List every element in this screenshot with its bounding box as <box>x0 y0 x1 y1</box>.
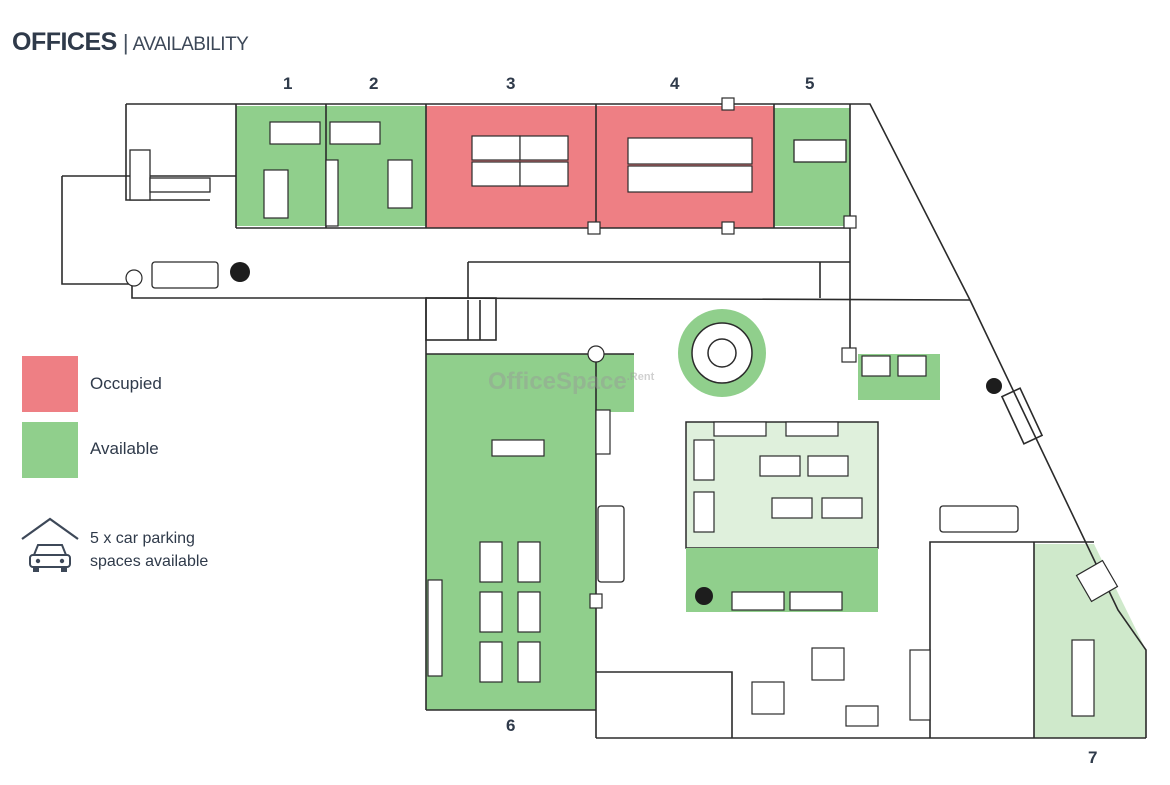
parking-line-2: spaces available <box>90 553 209 570</box>
legend-occupied-swatch <box>22 356 78 412</box>
office-1-label: 1 <box>283 74 293 93</box>
title-main: OFFICES <box>12 28 117 56</box>
parking-line-1: 5 x car parking <box>90 530 195 547</box>
office-6-annex[interactable] <box>596 354 634 412</box>
office-5-area[interactable] <box>774 108 850 226</box>
watermark-brand: OfficeSpace <box>488 368 627 395</box>
watermark-logo: OfficeSpace.Rent <box>488 368 654 396</box>
office-6-label: 6 <box>506 716 516 735</box>
office-6-area[interactable] <box>426 354 596 710</box>
office-3-label: 3 <box>506 74 516 93</box>
legend-parking-text: 5 x car parking spaces available <box>90 527 208 573</box>
office-4-label: 4 <box>670 74 680 93</box>
legend-available-label: Available <box>90 439 159 458</box>
page-title: OFFICES|AVAILABILITY <box>12 28 249 57</box>
legend-available-swatch <box>22 422 78 478</box>
office-5-label: 5 <box>805 74 815 93</box>
office-7-label: 7 <box>1088 748 1098 767</box>
office-2-label: 2 <box>369 74 379 93</box>
open-desk-zone <box>685 421 879 549</box>
title-subtitle: AVAILABILITY <box>132 34 249 55</box>
watermark-suffix: .Rent <box>626 371 655 383</box>
legend-occupied-label: Occupied <box>90 374 162 393</box>
car-garage-icon <box>21 517 79 572</box>
title-separator: | <box>122 30 129 55</box>
